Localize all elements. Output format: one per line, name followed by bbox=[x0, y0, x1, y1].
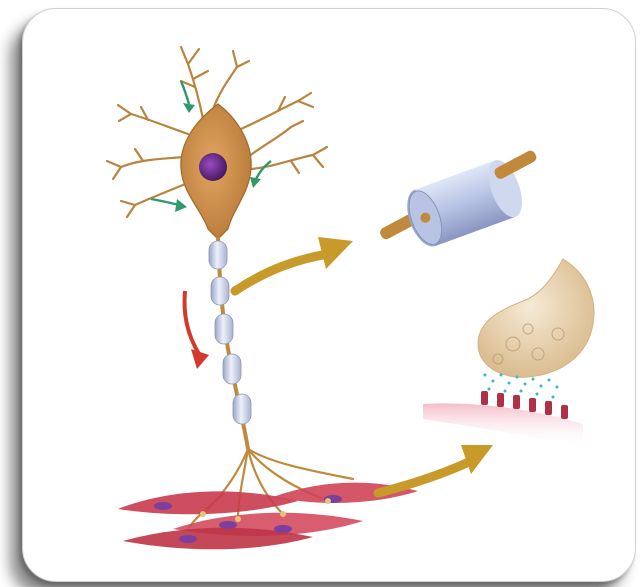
signal-direction-arrow bbox=[185, 291, 199, 354]
muscle-fibers bbox=[118, 483, 418, 550]
myelin-sheaths bbox=[209, 241, 251, 424]
synaptic-terminal-detail bbox=[423, 259, 594, 449]
pointer-arrow-to-synapse bbox=[378, 461, 471, 493]
neuron-diagram bbox=[23, 9, 635, 581]
nucleus bbox=[199, 153, 227, 181]
figure-card bbox=[22, 8, 636, 582]
neuromuscular-membrane bbox=[423, 403, 583, 449]
pointer-arrow-to-myelin bbox=[235, 254, 328, 291]
myelin-sheath-segment-detail bbox=[378, 149, 538, 251]
